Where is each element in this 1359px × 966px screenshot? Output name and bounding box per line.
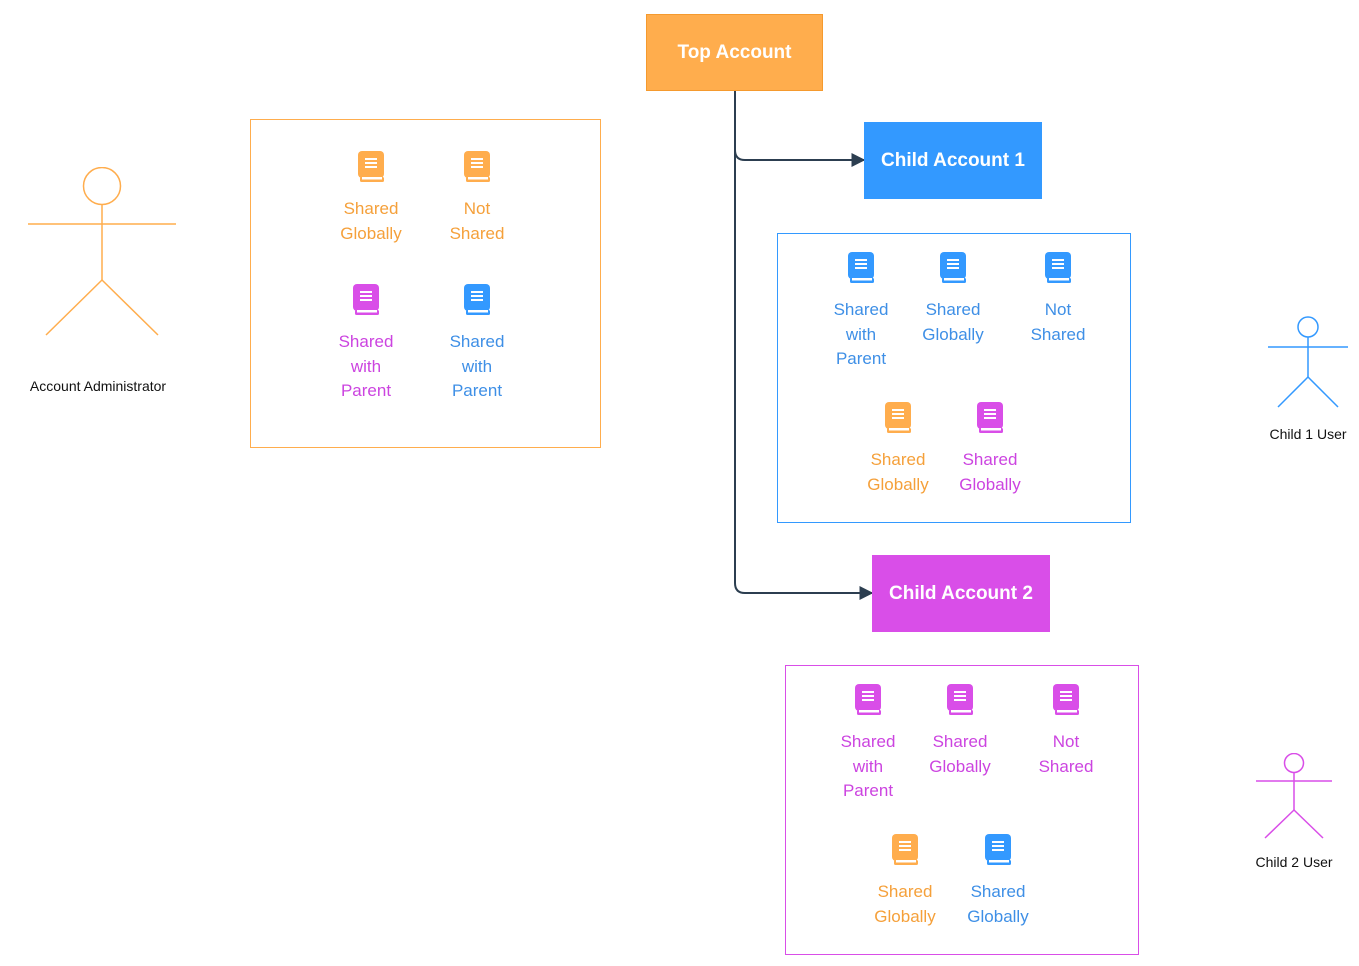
account-administrator-actor-icon[interactable] xyxy=(26,167,178,337)
document-item[interactable]: Shared with Parent xyxy=(316,284,416,404)
document-item[interactable]: Shared with Parent xyxy=(427,284,527,404)
document-item[interactable]: Shared Globally xyxy=(940,402,1040,497)
document-item[interactable]: Not Shared xyxy=(1016,684,1116,779)
document-label: Not Shared xyxy=(449,199,505,243)
book-icon xyxy=(947,684,973,715)
child-account-2-box[interactable]: Child Account 2 xyxy=(872,555,1050,632)
document-label: Shared with Parent xyxy=(449,332,505,400)
child-account-1-docs-frame xyxy=(777,233,1131,523)
book-icon xyxy=(358,151,384,182)
document-item[interactable]: Shared Globally xyxy=(848,402,948,497)
book-icon xyxy=(1053,684,1079,715)
book-icon xyxy=(464,284,490,315)
top-account-label: Top Account xyxy=(677,41,792,63)
document-item[interactable]: Shared Globally xyxy=(903,252,1003,347)
document-label: Shared Globally xyxy=(959,450,1021,494)
child-account-1-label: Child Account 1 xyxy=(881,149,1025,171)
book-icon xyxy=(885,402,911,433)
child-account-1-box[interactable]: Child Account 1 xyxy=(864,122,1042,199)
document-label: Shared Globally xyxy=(874,882,936,926)
book-icon xyxy=(855,684,881,715)
document-item[interactable]: Not Shared xyxy=(427,151,527,246)
child-account-2-label: Child Account 2 xyxy=(889,582,1033,604)
book-icon xyxy=(985,834,1011,865)
account-administrator-label: Account Administrator xyxy=(29,378,167,394)
document-item[interactable]: Shared Globally xyxy=(321,151,421,246)
book-icon xyxy=(848,252,874,283)
document-item[interactable]: Shared Globally xyxy=(948,834,1048,929)
top-account-docs-frame xyxy=(250,119,601,448)
document-label: Not Shared xyxy=(1038,732,1094,776)
child-2-user-actor-icon[interactable] xyxy=(1255,753,1333,839)
document-label: Shared Globally xyxy=(867,450,929,494)
document-label: Shared Globally xyxy=(922,300,984,344)
connector-top-to-child1 xyxy=(734,90,866,167)
document-item[interactable]: Shared Globally xyxy=(910,684,1010,779)
book-icon xyxy=(977,402,1003,433)
child-1-user-actor-icon[interactable] xyxy=(1267,316,1349,408)
child-2-user-label: Child 2 User xyxy=(1255,854,1333,870)
top-account-box[interactable]: Top Account xyxy=(646,14,823,91)
book-icon xyxy=(892,834,918,865)
book-icon xyxy=(1045,252,1071,283)
document-item[interactable]: Shared with Parent xyxy=(811,252,911,372)
document-label: Shared Globally xyxy=(929,732,991,776)
child-account-2-docs-frame xyxy=(785,665,1139,955)
book-icon xyxy=(353,284,379,315)
document-item[interactable]: Shared with Parent xyxy=(818,684,918,804)
document-label: Shared with Parent xyxy=(833,300,889,368)
document-item[interactable]: Not Shared xyxy=(1008,252,1108,347)
book-icon xyxy=(464,151,490,182)
document-label: Not Shared xyxy=(1030,300,1086,344)
document-label: Shared with Parent xyxy=(338,332,394,400)
document-label: Shared Globally xyxy=(340,199,402,243)
document-item[interactable]: Shared Globally xyxy=(855,834,955,929)
document-label: Shared Globally xyxy=(967,882,1029,926)
document-label: Shared with Parent xyxy=(840,732,896,800)
book-icon xyxy=(940,252,966,283)
child-1-user-label: Child 1 User xyxy=(1269,426,1347,442)
